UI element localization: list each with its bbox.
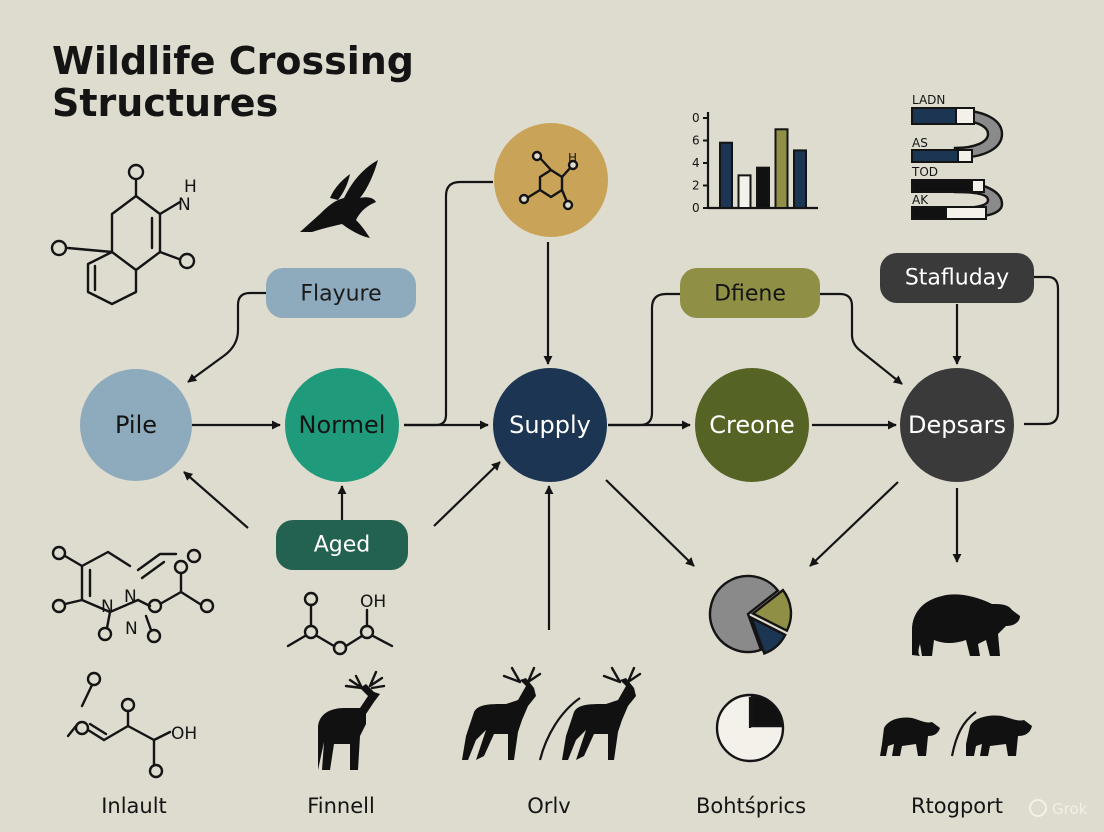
diagram-edges xyxy=(183,180,1060,630)
pill-flayure: Flayure xyxy=(266,268,416,318)
molecule-middle: OH xyxy=(286,591,394,656)
bar-tick-label: 6 xyxy=(692,134,700,148)
caption-finnell: Finnell xyxy=(307,794,375,818)
pie-chart xyxy=(708,574,793,655)
node-supply: Supply xyxy=(493,368,607,482)
node-normel-label: Normel xyxy=(299,411,386,439)
hbar-legend: LADN AS TOD AK xyxy=(911,93,1004,220)
pill-aged-label: Aged xyxy=(314,533,371,558)
atom-n-top: N xyxy=(178,195,191,215)
bar-mark xyxy=(719,141,733,209)
node-normel: Normel xyxy=(285,368,399,482)
bar-tick-label: 0 xyxy=(692,111,700,125)
node-pile: Pile xyxy=(80,369,192,481)
node-pile-label: Pile xyxy=(115,411,157,439)
node-creone-label: Creone xyxy=(709,411,795,439)
hbar-label-3: AK xyxy=(912,193,929,207)
watermark: Grok xyxy=(1029,799,1088,818)
atom-h-top: H xyxy=(184,177,197,197)
bar-tick-label: 4 xyxy=(692,156,700,170)
bar-tick-label: 0 xyxy=(692,201,700,215)
pill-stafluday: Stafluday xyxy=(880,253,1034,303)
atom-oh-bottom: OH xyxy=(171,724,197,744)
caption-bohtsprics: Bohtśprics xyxy=(696,794,806,818)
pill-dfiene-label: Dfiene xyxy=(714,282,786,307)
molecule-h-label: H xyxy=(568,151,577,165)
molecule-bottom: OH xyxy=(66,671,197,779)
pill-stafluday-label: Stafluday xyxy=(905,266,1009,291)
deer-pair-icon xyxy=(462,666,642,761)
node-depsars: Depsars xyxy=(900,368,1014,482)
caption-inlault: Inlault xyxy=(101,794,167,818)
atom-n2: N xyxy=(125,619,138,639)
hbar-label-2: TOD xyxy=(911,165,938,179)
node-supply-label: Supply xyxy=(509,411,591,439)
bird-silhouette-icon xyxy=(300,160,378,238)
bar-mark xyxy=(793,149,807,209)
title-line-2: Structures xyxy=(52,81,278,125)
small-pie-icon xyxy=(715,693,785,763)
deer-icon xyxy=(318,670,386,770)
atom-oh-mid: OH xyxy=(360,592,386,612)
caption-rtogport: Rtogport xyxy=(911,794,1003,818)
bar-mark xyxy=(756,166,770,209)
hbar-label-0: LADN xyxy=(912,93,945,107)
atom-n1: N xyxy=(101,597,114,617)
molecule-circle-icon: H xyxy=(494,123,608,237)
pie-slice xyxy=(708,574,780,654)
pie-slice xyxy=(750,588,793,633)
molecule-top-left: H N xyxy=(50,163,197,306)
title-line-1: Wildlife Crossing xyxy=(52,39,414,83)
node-depsars-label: Depsars xyxy=(908,411,1006,439)
pill-flayure-label: Flayure xyxy=(300,282,381,307)
watermark-label: Grok xyxy=(1052,800,1088,818)
bar-mark xyxy=(774,128,789,209)
bar-tick-label: 2 xyxy=(692,179,700,193)
pie-slice xyxy=(749,615,787,655)
node-creone: Creone xyxy=(695,368,809,482)
atom-n1b: N xyxy=(124,587,137,607)
caption-orlv: Orlv xyxy=(527,794,570,818)
molecule-bottom-left: N N N xyxy=(51,545,215,644)
hbar-label-1: AS xyxy=(912,136,928,150)
pill-aged: Aged xyxy=(276,520,408,570)
bear-large-icon xyxy=(912,594,1020,656)
bear-pair-icon xyxy=(880,711,1032,757)
bar-mark xyxy=(737,174,752,209)
bar-chart: 0 6 4 2 0 xyxy=(692,111,818,215)
molecule-circle-bg xyxy=(494,123,608,237)
pill-dfiene: Dfiene xyxy=(680,268,820,318)
